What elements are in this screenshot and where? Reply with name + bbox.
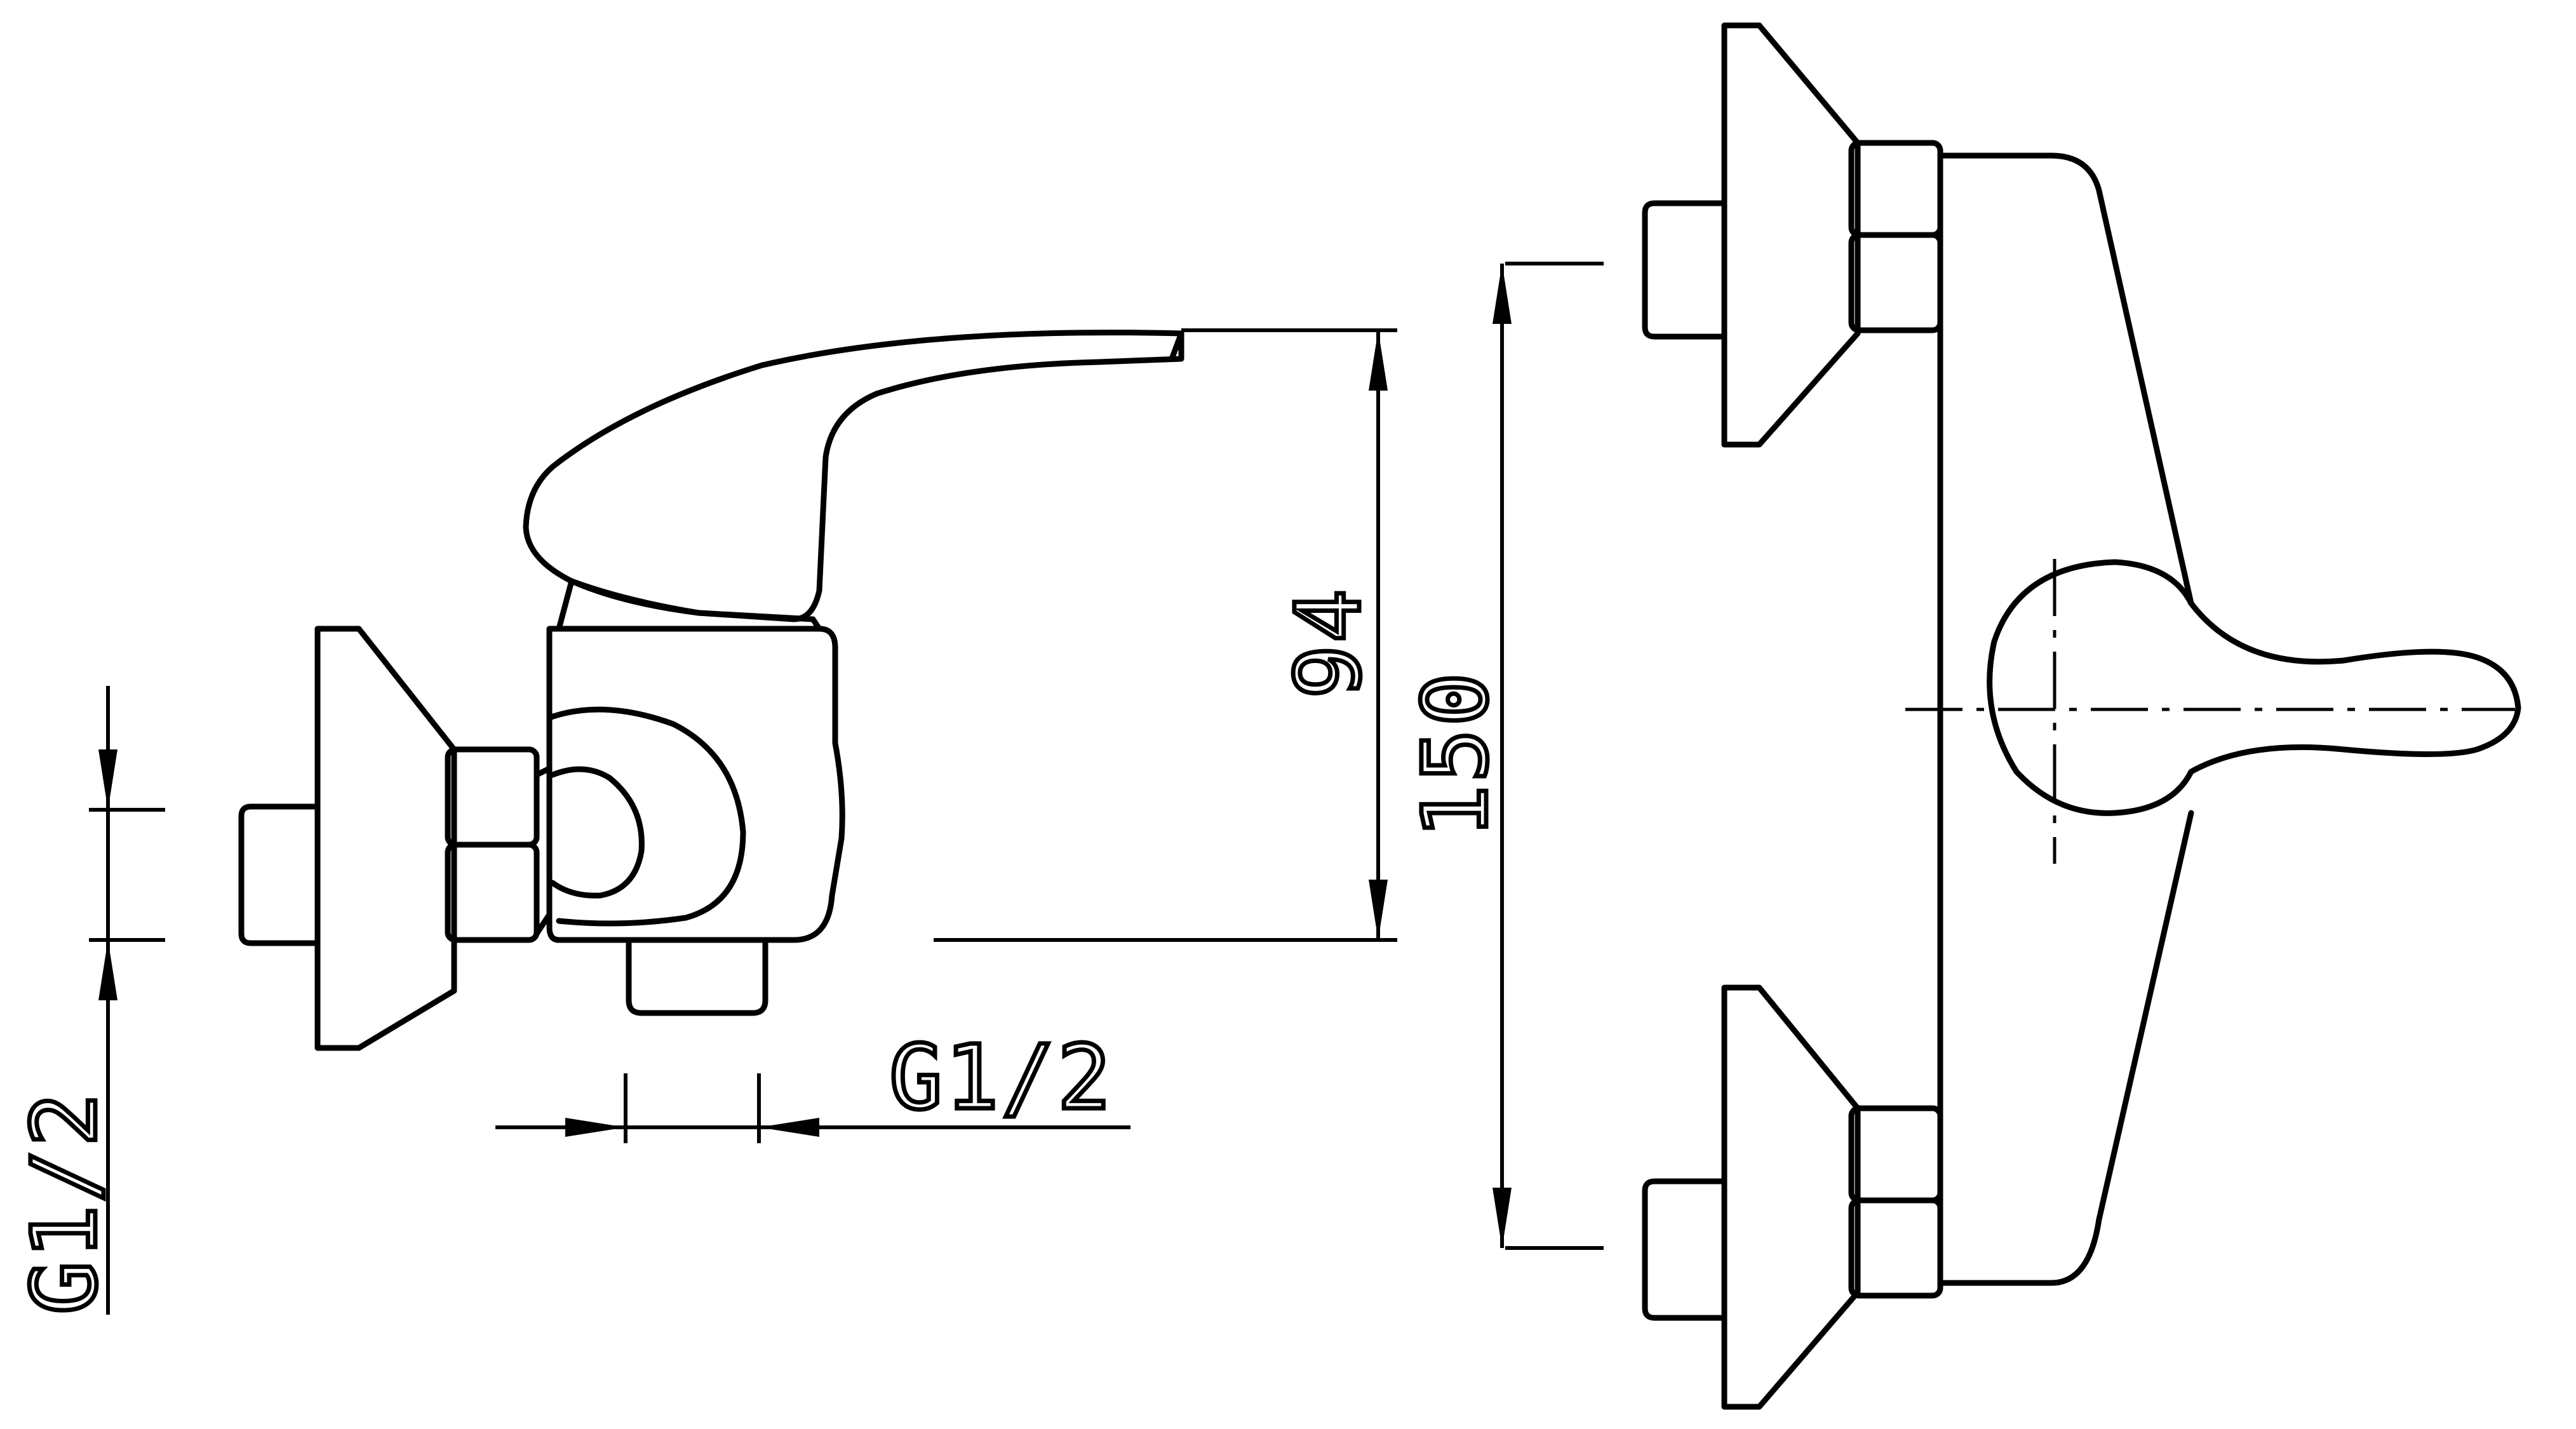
front-hex-nut-lower-b	[1848, 1197, 1943, 1299]
front-mixer-body	[1937, 152, 2194, 1286]
side-mixer-body	[546, 626, 845, 943]
side-outlet-stub	[626, 937, 768, 1016]
front-escutcheon-upper	[1721, 22, 1861, 448]
dim-height-label: 94	[1277, 586, 1381, 699]
dim-center-label: 150	[1404, 670, 1508, 838]
front-hex-nut-lower-a	[1848, 1105, 1943, 1204]
dim-outlet-arrow-left	[565, 1118, 626, 1137]
side-hex-nut-lower	[445, 842, 540, 943]
dim-height-arrow-top	[1369, 330, 1388, 391]
side-inlet-stub	[238, 803, 318, 946]
dim-center-arrow-top	[1493, 264, 1512, 324]
dim-outlet-arrow-right	[759, 1118, 819, 1137]
side-body-inner-recess	[549, 766, 645, 899]
side-body-inner-shell	[546, 706, 746, 927]
dim-outlet-label: G1/2	[889, 1026, 1113, 1130]
dim-center-distance: 150	[1402, 262, 1604, 1250]
side-lever-crease	[1169, 330, 1184, 362]
dim-inlet-arrow-bottom	[98, 940, 117, 1000]
front-escutcheon-lower	[1721, 984, 1861, 1410]
side-view: G1/2 G1/2 94	[11, 328, 1397, 1317]
front-hex-nut-upper-b	[1848, 232, 1943, 333]
dim-inlet-arrow-top	[98, 749, 117, 810]
side-hex-nut-upper	[445, 746, 540, 848]
dim-center-arrow-bottom	[1493, 1188, 1512, 1248]
dim-height-arrow-bottom	[1369, 880, 1388, 940]
dim-outlet-thread: G1/2	[495, 1024, 1130, 1143]
front-inlet-stub-lower	[1642, 1178, 1724, 1321]
front-view: 150	[1402, 22, 2521, 1410]
front-inlet-stub-upper	[1642, 200, 1724, 340]
front-hex-nut-upper-a	[1848, 140, 1943, 238]
dim-inlet-label: G1/2	[13, 1090, 117, 1315]
side-escutcheon	[314, 626, 457, 1051]
front-lever	[1987, 559, 2521, 816]
dim-inlet-thread: G1/2	[11, 686, 165, 1317]
dim-height: 94	[934, 328, 1397, 942]
side-lever-handle	[523, 330, 1184, 622]
